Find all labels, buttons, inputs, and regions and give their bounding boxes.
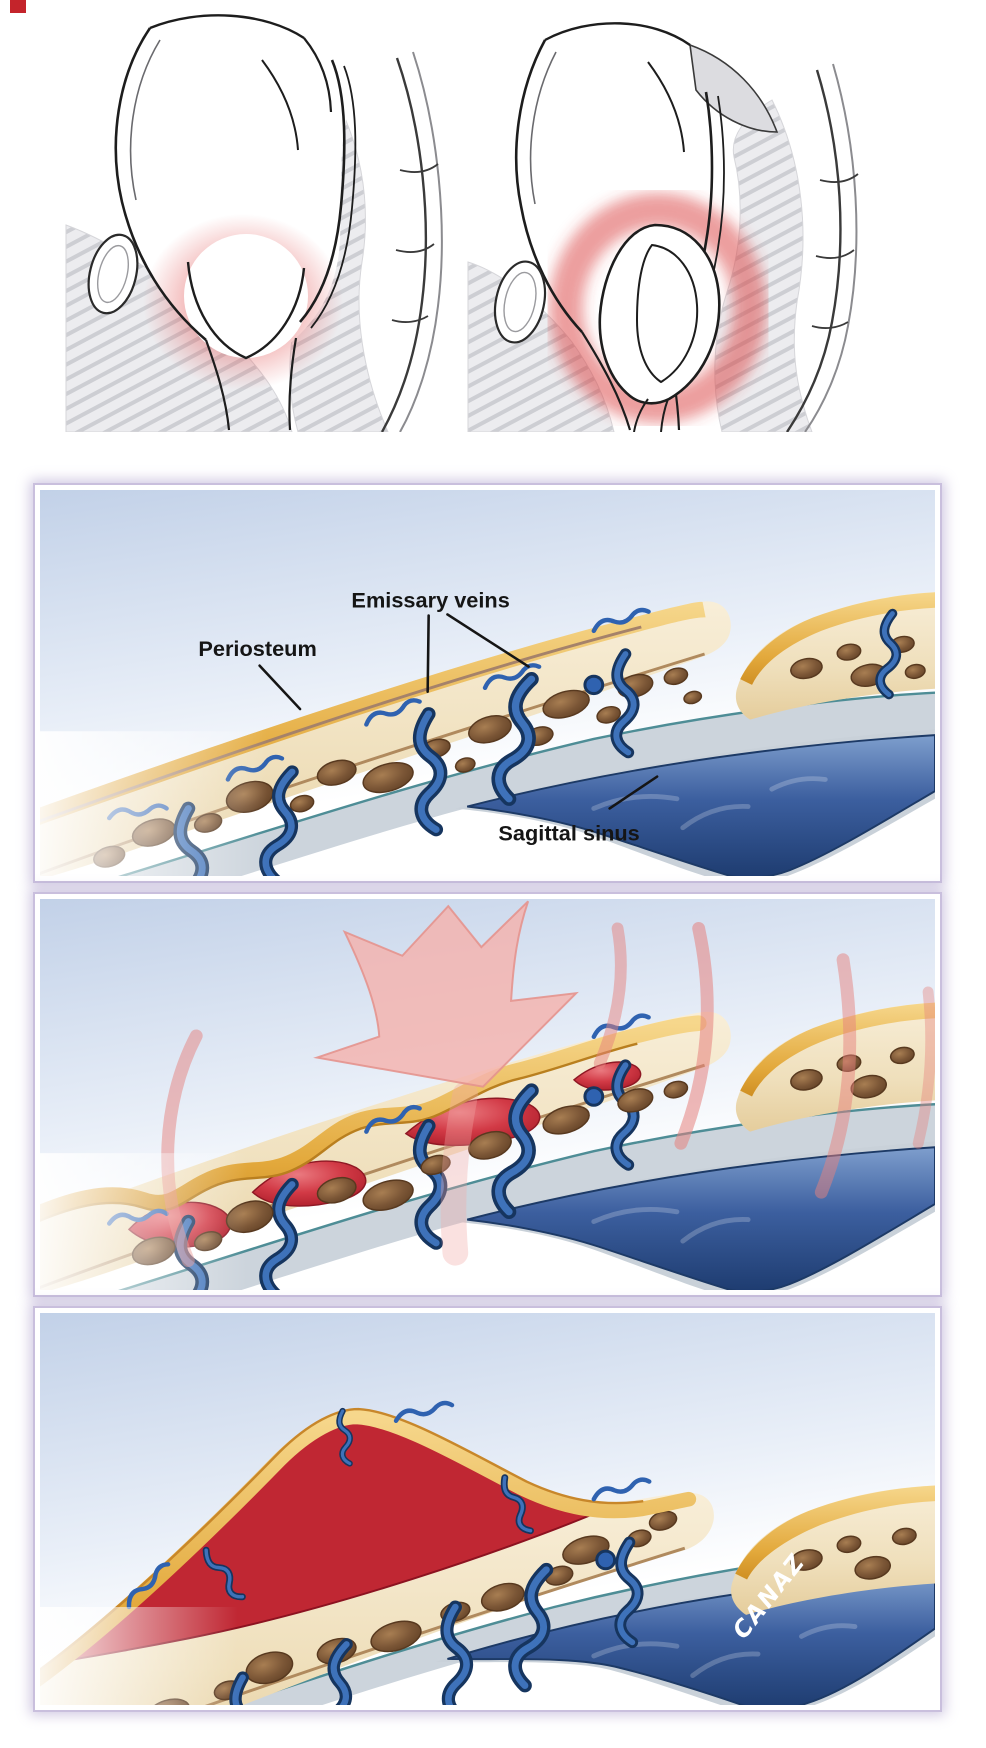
label-periosteum: Periosteum — [198, 637, 316, 661]
leader-line — [446, 613, 530, 668]
birth-illustrations-canvas — [10, 0, 859, 432]
panel1-illustration: Emissary veins Periosteum Sagittal sinus — [40, 490, 935, 876]
label-sagittal-sinus: Sagittal sinus — [498, 822, 639, 846]
panel2-illustration — [40, 899, 935, 1290]
panel-cephalohematoma: CANAZ — [33, 1306, 942, 1712]
birth-illustrations-row — [0, 0, 986, 432]
impact-arrow — [313, 900, 579, 1088]
sagittal-sinus — [447, 1570, 935, 1705]
periosteum-lifted — [40, 1409, 697, 1687]
panel3-illustration: CANAZ — [40, 1313, 935, 1705]
skull-bone-right — [735, 592, 935, 720]
panel1-labels: Emissary veins Periosteum Sagittal sinus — [198, 589, 659, 846]
birth-presentation-engaged-illustration — [65, 14, 443, 432]
leader-line — [426, 614, 430, 693]
emissary-veins — [227, 1542, 641, 1705]
skull-bone-right — [735, 1002, 935, 1132]
pressure-arcs — [161, 921, 935, 1268]
leader-line — [608, 775, 659, 810]
label-emissary-veins: Emissary veins — [351, 589, 509, 613]
corner-red-mark — [10, 0, 26, 13]
panel-normal-anatomy: Emissary veins Periosteum Sagittal sinus — [33, 483, 942, 883]
pressure-glow-ring — [549, 193, 767, 423]
panel-impact-bleeding — [33, 892, 942, 1297]
emissary-veins — [109, 1014, 650, 1290]
emissary-veins — [109, 609, 650, 876]
sagittal-sinus — [466, 734, 935, 876]
skull-bone-right — [731, 1485, 935, 1615]
leader-line — [258, 664, 302, 711]
birth-presentation-caput-illustration — [467, 22, 859, 432]
